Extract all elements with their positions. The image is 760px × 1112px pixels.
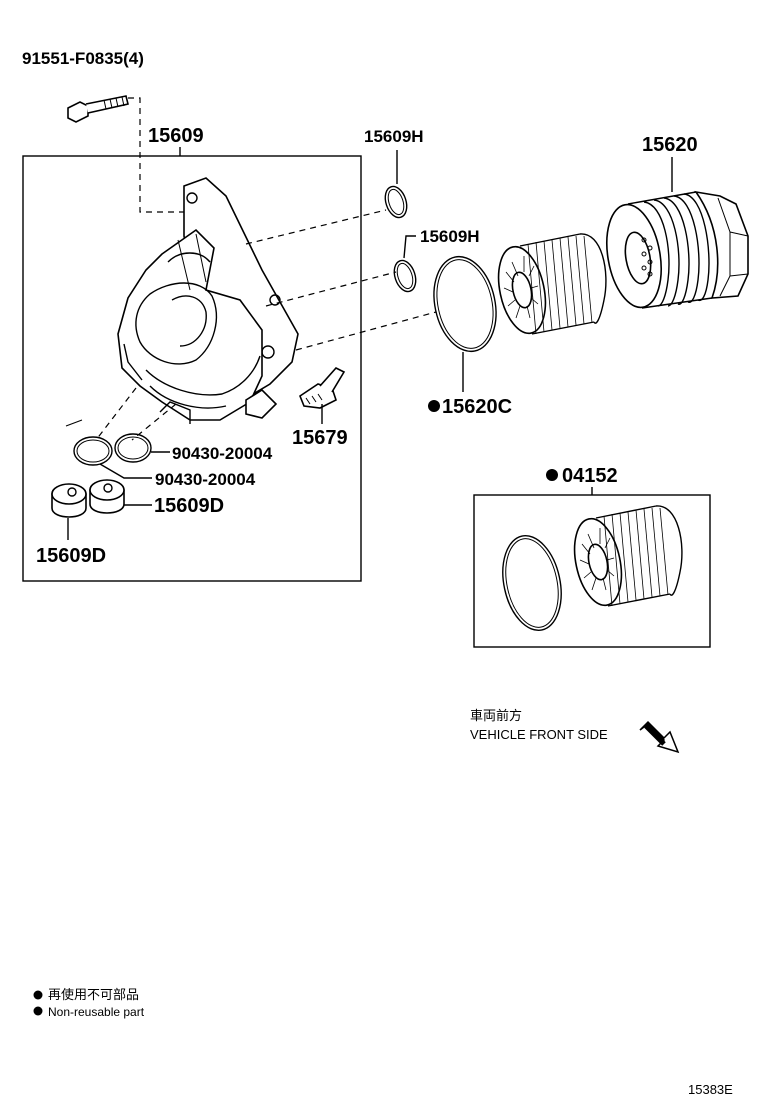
kit-element-drawing [573,505,683,607]
part-number-oring-a: 90430-20004 [155,470,256,489]
part-number-plug-right: 15609D [154,495,224,517]
part-number-sensor: 15679 [292,427,348,449]
part-number-oring-mid: 15609H [420,227,480,246]
plug-right-drawing [89,479,125,514]
direction-label-jp: 車両前方 [470,708,522,723]
oring-a-leader [99,463,152,479]
legend-label-jp: 再使用不可部品 [48,987,139,1002]
oil-filter-housing-drawing [65,177,299,427]
dash-to-oring-a [95,387,137,441]
filter-cap-drawing [606,190,749,309]
housing-group-frame [22,155,362,582]
dash-to-oring-b [131,403,177,441]
legend-marker-en [33,1006,43,1016]
part-number-gasket: 15620C [442,396,512,418]
front-direction-arrow-icon [639,720,680,754]
nonreusable-marker-gasket [428,400,440,412]
legend-label-en: Non-reusable part [48,1005,145,1019]
filter-element-drawing [497,233,607,335]
direction-label-en: VEHICLE FRONT SIDE [470,727,608,742]
kit-gasket-drawing [502,534,562,632]
dash-to-oring-mid [265,271,397,307]
legend-marker-jp [33,990,43,1000]
diagram-id: 15383E [688,1082,733,1097]
dash-to-oring-top [245,209,387,245]
bolt-drawing [67,95,129,123]
bolt-dash-line [128,97,188,213]
oring-a-drawing [73,436,113,466]
part-number-oring-top: 15609H [364,127,424,146]
gasket-drawing [433,255,497,353]
part-number-plug-left: 15609D [36,545,106,567]
sensor-drawing [299,367,346,409]
oring-mid-leader [403,235,416,259]
part-number-cap: 15620 [642,134,698,156]
part-number-housing: 15609 [148,125,204,147]
plug-left-drawing [51,483,87,518]
oring-b-drawing [114,433,152,463]
oring-mid-drawing [393,259,417,293]
part-number-oring-b: 90430-20004 [172,444,273,463]
oring-top-drawing [384,185,408,219]
part-number-bolt: 91551-F0835(4) [22,49,144,68]
dash-to-gasket [295,311,437,351]
nonreusable-marker-kit [546,469,558,481]
part-number-element-kit: 04152 [562,465,618,487]
